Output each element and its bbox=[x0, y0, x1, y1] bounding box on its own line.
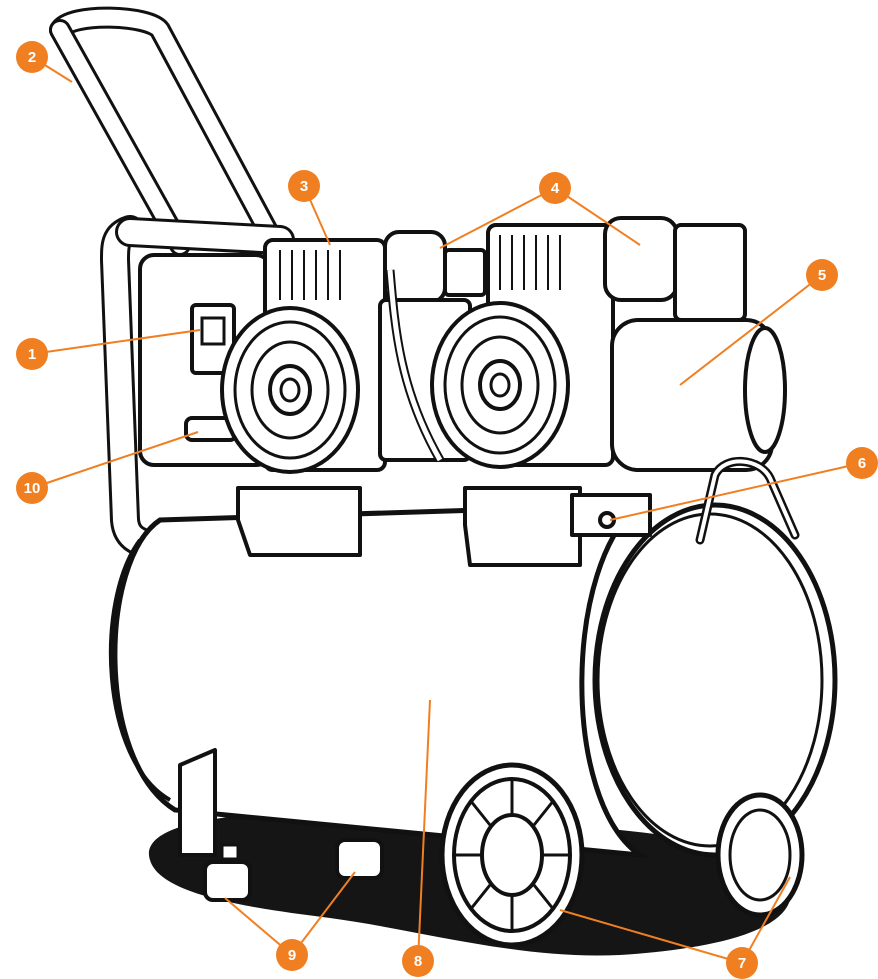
callout-2: 2 bbox=[16, 41, 48, 73]
callout-1: 1 bbox=[16, 338, 48, 370]
leader-6 bbox=[609, 462, 863, 521]
callout-3: 3 bbox=[288, 170, 320, 202]
callout-1-dot bbox=[16, 338, 48, 370]
leader-lines bbox=[31, 56, 863, 964]
callout-10: 10 bbox=[16, 472, 48, 504]
callout-4: 4 bbox=[539, 172, 571, 204]
callout-1-label: 1 bbox=[28, 346, 36, 363]
wheel-rear bbox=[715, 792, 805, 918]
callout-9-label: 9 bbox=[288, 947, 296, 964]
leader-5 bbox=[679, 274, 823, 386]
pump-right bbox=[430, 216, 787, 472]
callout-6: 6 bbox=[846, 447, 878, 479]
callout-5-label: 5 bbox=[818, 267, 826, 284]
pump-left bbox=[220, 230, 487, 474]
callout-7-dot bbox=[726, 947, 758, 979]
callout-8: 8 bbox=[402, 945, 434, 977]
leader-9b bbox=[291, 871, 356, 956]
callout-7-label: 7 bbox=[738, 955, 746, 972]
leader-4b bbox=[554, 187, 641, 246]
callout-8-dot bbox=[402, 945, 434, 977]
leader-7b bbox=[741, 876, 791, 964]
callout-3-label: 3 bbox=[300, 178, 308, 195]
callout-6-label: 6 bbox=[858, 455, 866, 472]
mounting-brackets bbox=[236, 486, 652, 567]
callout-2-dot bbox=[16, 41, 48, 73]
leader-10 bbox=[31, 431, 199, 489]
wheel-front bbox=[439, 762, 585, 948]
callout-9: 9 bbox=[276, 939, 308, 971]
callout-6-dot bbox=[846, 447, 878, 479]
leader-8 bbox=[417, 699, 431, 962]
callout-5-dot bbox=[806, 259, 838, 291]
tank-end-cap bbox=[592, 502, 838, 858]
leader-1 bbox=[31, 329, 201, 355]
callout-2-label: 2 bbox=[28, 49, 36, 66]
callout-10-label: 10 bbox=[24, 480, 41, 497]
callout-9-dot bbox=[276, 939, 308, 971]
front-foot bbox=[178, 748, 384, 902]
leader-4a bbox=[439, 187, 556, 249]
leader-7a bbox=[559, 909, 743, 964]
pressure-switch-display bbox=[200, 316, 226, 346]
motor-end-cap bbox=[743, 326, 787, 454]
callout-3-dot bbox=[288, 170, 320, 202]
callout-4-dot bbox=[539, 172, 571, 204]
callout-10-dot bbox=[16, 472, 48, 504]
callout-8-label: 8 bbox=[414, 953, 422, 970]
callout-5: 5 bbox=[806, 259, 838, 291]
callout-7: 7 bbox=[726, 947, 758, 979]
callout-4-label: 4 bbox=[551, 180, 560, 197]
